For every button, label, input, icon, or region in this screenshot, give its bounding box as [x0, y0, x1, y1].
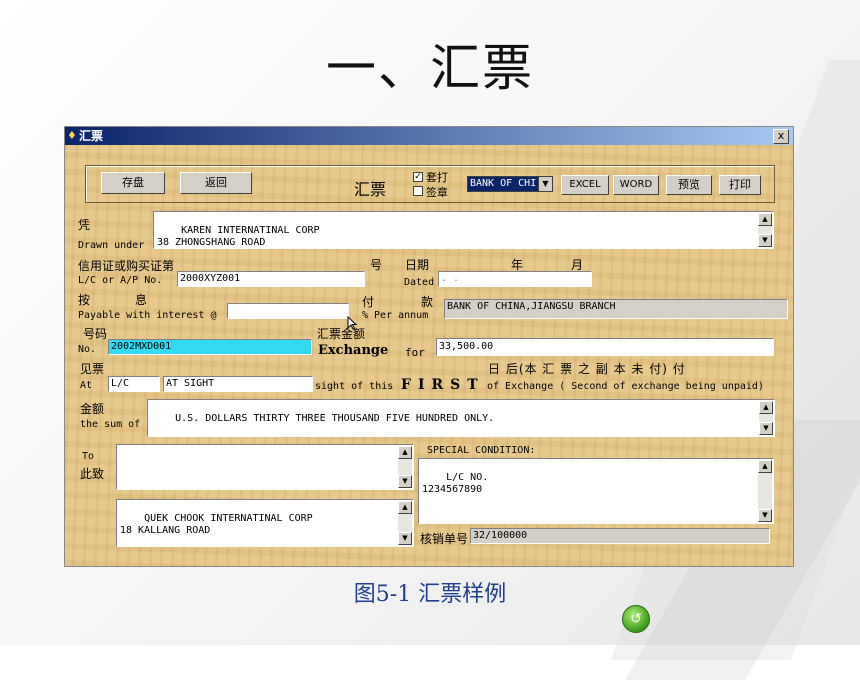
to-label: To — [82, 451, 95, 462]
figure-caption: 图5-1 汇票样例 — [353, 582, 507, 607]
for-label: for — [405, 346, 425, 359]
first-label: FIRST — [401, 377, 485, 393]
preview-button[interactable]: 预览 — [666, 175, 712, 195]
scroll-up-icon[interactable]: ▲ — [398, 501, 412, 514]
exchange-label: Exchange — [318, 343, 389, 358]
drawer-textarea[interactable]: QUEK CHOOK INTERNATINAL CORP 18 KALLANG … — [116, 499, 414, 547]
drawn-under-value: KAREN INTERNATINAL CORP 38 ZHONGSHANG RO… — [157, 225, 320, 248]
scroll-up-icon[interactable]: ▲ — [758, 213, 772, 226]
bank-select[interactable]: BANK OF CHI ▼ — [467, 176, 553, 192]
drawn-under-label-cn: 凭 — [78, 218, 91, 232]
scrollbar[interactable]: ▲▼ — [758, 460, 772, 522]
verification-label-cn: 核销单号 — [420, 532, 469, 546]
interest-label-cn-1: 按 — [78, 293, 91, 307]
lc-label: L/C or A/P No. — [78, 275, 163, 286]
scroll-up-icon[interactable]: ▲ — [398, 446, 412, 459]
dated-field[interactable]: . . — [438, 271, 592, 287]
app-icon: ♦ — [67, 129, 77, 142]
drawee-bank-field[interactable]: BANK OF CHINA,JIANGSU BRANCH — [444, 299, 788, 319]
return-icon[interactable]: ↺ — [622, 605, 650, 633]
fund-label-cn: 款 — [421, 295, 434, 309]
sight-of-this-label: sight of this — [315, 381, 394, 392]
back-button[interactable]: 返回 — [180, 172, 252, 194]
special-condition-textarea[interactable]: L/C NO. 1234567890 ▲▼ — [418, 458, 774, 524]
lc-type-field[interactable]: L/C — [108, 376, 160, 392]
form-title: 汇票 — [354, 180, 387, 199]
amount-label-cn: 汇票金额 — [317, 327, 366, 341]
word-button[interactable]: WORD — [613, 175, 659, 195]
exchange-unpaid-label: of Exchange ( Second of exchange being u… — [487, 381, 764, 392]
scroll-down-icon[interactable]: ▼ — [759, 422, 773, 435]
drawer-value: QUEK CHOOK INTERNATINAL CORP 18 KALLANG … — [120, 513, 313, 536]
bill-of-exchange-window: ♦ 汇票 x 存盘 返回 汇票 ✓ 套打 签章 BANK OF CHI ▼ EX… — [64, 126, 794, 567]
scroll-down-icon[interactable]: ▼ — [758, 509, 772, 522]
scroll-down-icon[interactable]: ▼ — [398, 475, 412, 488]
scrollbar[interactable]: ▲▼ — [398, 446, 412, 488]
print-overlay-label: 套打 — [426, 171, 448, 184]
slide-title: 一、汇票 — [326, 39, 534, 97]
bank-select-value: BANK OF CHI — [470, 178, 537, 189]
sum-label-cn: 金额 — [80, 402, 105, 416]
lc-no-suffix: 号 — [370, 258, 383, 272]
window-titlebar: ♦ 汇票 x — [65, 127, 793, 145]
dated-label: Dated — [404, 277, 435, 288]
mouse-cursor — [347, 315, 358, 330]
scrollbar[interactable]: ▲▼ — [758, 213, 772, 247]
scroll-down-icon[interactable]: ▼ — [398, 532, 412, 545]
to-label-cn: 此致 — [80, 467, 105, 481]
chevron-down-icon[interactable]: ▼ — [538, 177, 552, 191]
tenor-field[interactable]: AT SIGHT — [163, 376, 313, 392]
drawn-under-textarea[interactable]: KAREN INTERNATINAL CORP 38 ZHONGSHANG RO… — [153, 211, 774, 249]
sight-label-cn: 见票 — [80, 362, 105, 376]
drawn-under-label: Drawn under — [78, 240, 145, 251]
toolbar: 存盘 返回 汇票 ✓ 套打 签章 BANK OF CHI ▼ EXCEL WOR… — [85, 165, 775, 203]
lc-number-field[interactable]: 2000XYZ001 — [177, 271, 365, 287]
save-button[interactable]: 存盘 — [101, 172, 165, 194]
sight-text-cn: 日 后(本 汇 票 之 副 本 未 付) 付 — [488, 362, 686, 376]
sum-value: U.S. DOLLARS THIRTY THREE THOUSAND FIVE … — [175, 413, 495, 424]
interest-label-cn-2: 息 — [135, 293, 148, 307]
to-textarea[interactable]: ▲▼ — [116, 444, 414, 490]
print-button[interactable]: 打印 — [719, 175, 761, 195]
sum-label: the sum of — [80, 419, 141, 430]
special-condition-label: SPECIAL CONDITION: — [427, 445, 536, 456]
exchange-amount-field[interactable]: 33,500.00 — [436, 338, 774, 356]
interest-label: Payable with interest @ — [78, 310, 217, 321]
window-title: 汇票 — [79, 129, 104, 143]
scroll-up-icon[interactable]: ▲ — [759, 401, 773, 414]
special-condition-value: L/C NO. 1234567890 — [422, 472, 489, 495]
scrollbar[interactable]: ▲▼ — [759, 401, 773, 435]
year-label: 年 — [511, 258, 524, 272]
pay-label-cn: 付 — [362, 295, 375, 309]
at-label: At — [80, 380, 93, 391]
lc-label-cn: 信用证或购买证第 — [78, 259, 175, 273]
scrollbar[interactable]: ▲▼ — [398, 501, 412, 545]
per-annum-label: % Per annum — [362, 310, 429, 321]
print-overlay-checkbox[interactable]: ✓ — [413, 172, 423, 182]
bill-number-field[interactable]: 2002MXD001 — [108, 339, 312, 355]
sum-textarea[interactable]: U.S. DOLLARS THIRTY THREE THOUSAND FIVE … — [147, 399, 775, 437]
date-label-cn: 日期 — [405, 258, 430, 272]
close-button[interactable]: x — [773, 129, 789, 144]
number-label: No. — [78, 344, 97, 355]
excel-button[interactable]: EXCEL — [561, 175, 609, 195]
scroll-down-icon[interactable]: ▼ — [758, 234, 772, 247]
number-label-cn: 号码 — [83, 327, 108, 341]
month-label: 月 — [571, 258, 584, 272]
interest-rate-field[interactable] — [227, 303, 349, 319]
seal-checkbox[interactable] — [413, 186, 423, 196]
verification-number-field[interactable]: 32/100000 — [470, 528, 770, 544]
seal-label: 签章 — [426, 186, 448, 199]
scroll-up-icon[interactable]: ▲ — [758, 460, 772, 473]
